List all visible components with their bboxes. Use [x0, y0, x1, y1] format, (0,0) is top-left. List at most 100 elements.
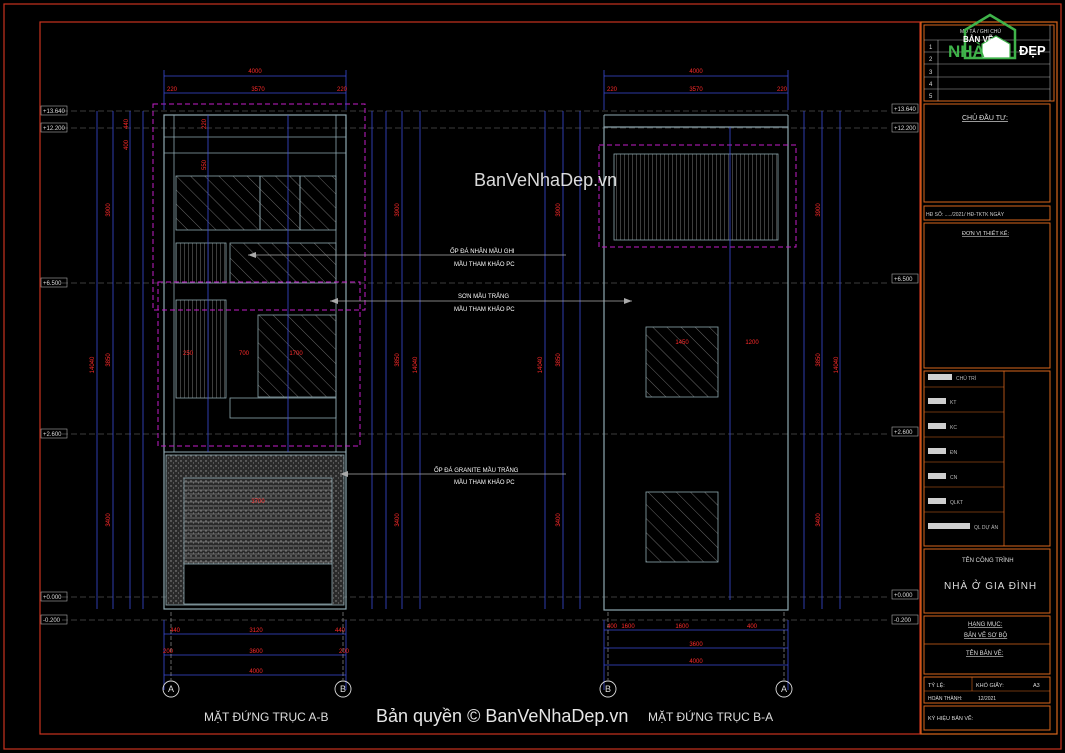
level-right-4: +2.600	[894, 430, 913, 436]
dim-left-total-vert: 14040	[90, 356, 96, 373]
note-2-line1: SƠN MẦU TRẮNG	[458, 292, 509, 300]
dim-small-10: 1200	[745, 340, 759, 346]
view-title-right: MẶT ĐỨNG TRỤC B-A	[648, 709, 773, 724]
staff-row-5: CN	[950, 475, 958, 481]
dim-right-seg-c: 3400	[395, 513, 401, 527]
level-right-1: +13.640	[894, 107, 917, 113]
outer-frame	[3, 3, 1062, 750]
staff-row-6: QLKT	[950, 500, 963, 506]
dim-r2-seg-c: 3400	[816, 513, 822, 527]
rev-header: MÔ TẢ / GHI CHÚ	[960, 28, 1001, 35]
dimension-lines	[96, 70, 841, 690]
level-left-3: +6.500	[43, 281, 62, 287]
dim-left-top-b: 3570	[251, 87, 265, 93]
dim-r2-total-vert: 14040	[834, 356, 840, 373]
category-value: BẢN VẼ SƠ BỘ	[964, 632, 1007, 639]
level-right-2: +12.200	[894, 126, 917, 132]
note-1-line2: MẦU THAM KHẢO PC	[454, 261, 515, 268]
logo-line2: NHÀ	[948, 42, 985, 61]
dim-left-bot-b: 3120	[249, 628, 263, 634]
staff-row-7: QL DỰ ÁN	[974, 524, 998, 531]
dim-left-sub-c: 200	[339, 649, 350, 655]
view-title-left: MẶT ĐỨNG TRỤC A-B	[204, 709, 328, 724]
paper-label: KHỔ GIẤY:	[976, 682, 1004, 689]
dim-small-6: 700	[239, 351, 250, 357]
dim-right-top-c: 220	[777, 87, 788, 93]
dim-r2-seg-a: 3900	[816, 203, 822, 217]
dim-r-seg-b: 3850	[556, 353, 562, 367]
brand-logo: BẢN VẼ NHÀ ĐẸP	[948, 13, 1046, 61]
level-tags-left: +13.640 +12.200 +6.500 +2.600 +0.000 -0.…	[40, 105, 68, 625]
staff-row-2: KT	[950, 400, 956, 406]
dim-right-sub: 3600	[689, 642, 703, 648]
axis-left-a: A	[168, 684, 174, 694]
category-label: HẠNG MỤC:	[968, 622, 1003, 628]
dim-right-top-b: 3570	[689, 87, 703, 93]
level-left-1: +13.640	[43, 109, 66, 115]
watermark-bottom: Bản quyền © BanVeNhaDep.vn	[376, 706, 628, 726]
dim-left-top-total: 4000	[248, 69, 262, 75]
dim-right-seg-b: 3850	[395, 353, 401, 367]
dim-r-seg-c: 3400	[556, 513, 562, 527]
paper-value: A3	[1033, 683, 1040, 689]
dim-right-seg-a: 3900	[395, 203, 401, 217]
rev-row-1: 1	[929, 45, 933, 51]
dim-small-3: 220	[202, 118, 208, 129]
revision-numbers: 1 2 3 4 5	[929, 45, 933, 100]
level-left-2: +12.200	[43, 126, 66, 132]
sign-label: KÝ HIỆU BẢN VẼ:	[928, 714, 974, 722]
dim-left-bot-c: 440	[335, 628, 346, 634]
right-elevation	[598, 114, 797, 611]
dim-r2-seg-b: 3850	[816, 353, 822, 367]
dim-small-7: 1700	[289, 351, 303, 357]
dim-right-top-a: 220	[607, 87, 618, 93]
dim-left-bot-a: 440	[170, 628, 181, 634]
dim-right-top-total: 4000	[689, 69, 703, 75]
dim-left-sub-b: 3600	[249, 649, 263, 655]
dim-small-1: 440	[124, 118, 130, 129]
level-left-6: -0.200	[43, 618, 61, 624]
notes: ỐP ĐÁ NHÂN MẦU GHI MẦU THAM KHẢO PC SƠN …	[248, 248, 632, 486]
design-unit-label: ĐƠN VỊ THIẾT KẾ:	[962, 230, 1009, 237]
scale-label: TỶ LỆ:	[928, 681, 945, 689]
inner-frame	[39, 21, 921, 735]
level-left-4: +2.600	[43, 432, 62, 438]
dim-left-seg-b: 3850	[106, 353, 112, 367]
axis-right-b: B	[605, 684, 611, 694]
note-2-line2: MẦU THAM KHẢO PC	[454, 306, 515, 313]
left-elevation	[152, 103, 366, 610]
note-1-line1: ỐP ĐÁ NHÂN MẦU GHI	[450, 248, 515, 255]
project-name: NHÀ Ở GIA ĐÌNH	[944, 579, 1037, 592]
logo-line3: ĐẸP	[1019, 43, 1046, 58]
finish-label: HOÀN THÀNH:	[928, 695, 962, 702]
dim-r-total-vert-a: 14040	[538, 356, 544, 373]
title-block: MÔ TẢ / GHI CHÚ 1 2 3 4 5 BẢN VẼ NHÀ ĐẸP…	[920, 13, 1058, 735]
dim-left-sub-a: 200	[163, 649, 174, 655]
dim-small-9: 1450	[675, 340, 689, 346]
rev-row-2: 2	[929, 57, 933, 63]
note-3-line1: ỐP ĐÁ GRANITE MẦU TRẮNG	[434, 466, 519, 474]
level-left-5: +0.000	[43, 595, 62, 601]
project-label: TÊN CÔNG TRÌNH	[962, 556, 1014, 564]
dim-r-seg-a: 3900	[556, 203, 562, 217]
axis-right-a: A	[781, 684, 787, 694]
logo-line1: BẢN VẼ	[963, 35, 994, 44]
axis-left-b: B	[340, 684, 346, 694]
level-right-6: -0.200	[894, 618, 912, 624]
staff-row-1: CHỦ TRÌ	[956, 375, 977, 382]
rev-row-4: 4	[929, 82, 933, 88]
drawing-label: TÊN BẢN VẼ:	[966, 649, 1004, 657]
level-right-3: +6.500	[894, 277, 913, 283]
dim-right-bot-b: 1600	[621, 624, 635, 630]
axis-markers: A B B A	[162, 612, 793, 698]
dim-left-top-c: 220	[337, 87, 348, 93]
dim-small-8: 3700	[251, 499, 265, 505]
staff-row-4: ĐN	[950, 450, 958, 456]
dim-right-bot-a: 400	[607, 624, 618, 630]
dim-left-seg-a: 3900	[106, 203, 112, 217]
dim-left-top-a: 220	[167, 87, 178, 93]
staff-row-3: KC	[950, 425, 957, 431]
finish-value: 12/2021	[978, 696, 996, 702]
rev-row-5: 5	[929, 94, 933, 100]
